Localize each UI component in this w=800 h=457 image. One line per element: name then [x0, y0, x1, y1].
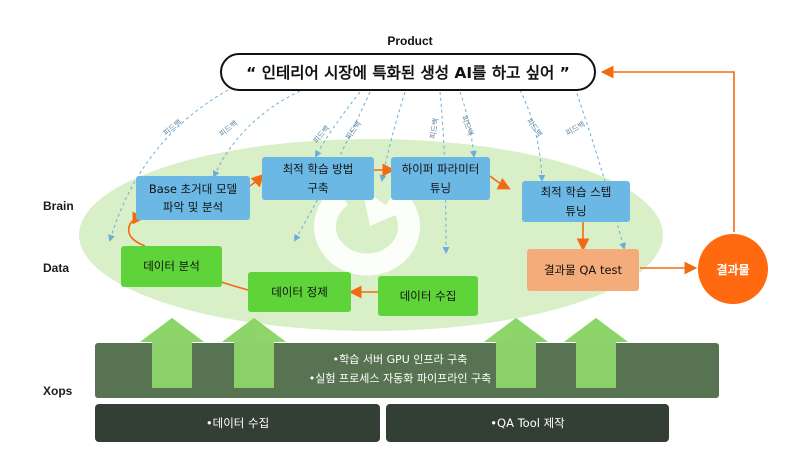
data-box-cleaning: 데이터 정제	[248, 272, 351, 312]
result-circle: 결과물	[698, 234, 768, 304]
cycle-icon	[314, 186, 420, 276]
qa-test-box: 결과물 QA test	[527, 249, 639, 291]
brain-box-training-step: 최적 학습 스텝 튜닝	[522, 181, 630, 222]
product-title: Product	[387, 34, 433, 48]
xops-line: •학습 서버 GPU 인프라 구축	[332, 353, 468, 366]
xops-line: •실험 프로세스 자동화 파이프라인 구축	[308, 372, 492, 385]
lane-label-xops: Xops	[43, 384, 73, 398]
data-box-collection: 데이터 수집	[378, 276, 478, 316]
lane-label-brain: Brain	[43, 199, 74, 213]
bottom-bar-qa-tool: •QA Tool 제작	[386, 404, 669, 442]
bottom-bar-data-collection: •데이터 수집	[95, 404, 380, 442]
xops-text-overlay: •학습 서버 GPU 인프라 구축 •실험 프로세스 자동화 파이프라인 구축	[200, 350, 600, 388]
feedback-arrows	[108, 87, 627, 254]
goal-statement: “ 인테리어 시장에 특화된 생성 AI를 하고 싶어 ”	[220, 53, 596, 91]
data-box-analysis: 데이터 분석	[121, 246, 222, 287]
flow-arrows	[127, 65, 735, 299]
lane-label-data: Data	[43, 261, 70, 275]
brain-box-training-method: 최적 학습 방법 구축	[262, 157, 374, 200]
brain-box-base-model: Base 초거대 모델 파악 및 분석	[136, 176, 250, 220]
brain-box-hyperparameter: 하이퍼 파라미터 튜닝	[391, 157, 490, 200]
